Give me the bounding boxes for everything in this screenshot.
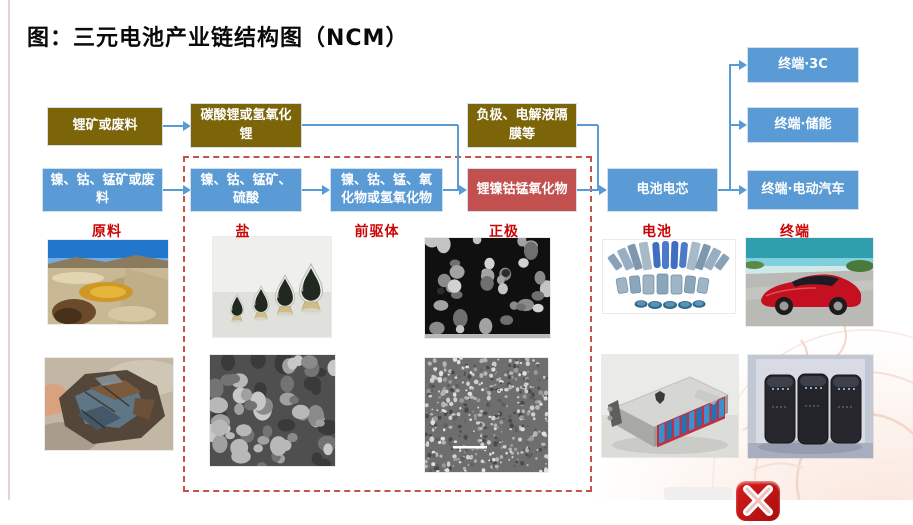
arrow-right-icon (739, 60, 747, 70)
page-title: 图：三元电池产业链结构图（NCM） (27, 26, 409, 51)
box-terminal-ev: 终端·电动汽车 (747, 170, 859, 210)
connector-line (457, 125, 459, 190)
connector-line (730, 189, 740, 191)
connector-line (597, 125, 599, 190)
stage-label-cathode: 正极 (489, 224, 519, 240)
box-anode-electrolyte: 负极、电解液隔膜等 (467, 103, 577, 148)
box-terminal-3c: 终端·3C (747, 47, 859, 83)
arrow-right-icon (459, 185, 467, 195)
arrow-right-icon (599, 185, 607, 195)
lithium-salt-lake-photo (48, 240, 168, 324)
connector-line (163, 189, 183, 191)
tesla-car-photo (746, 238, 873, 326)
connector-line (577, 189, 600, 191)
box-ncm-oxide: 镍、钴、锰、氧化物或氢氧化物 (330, 168, 443, 212)
slide-left-border (8, 0, 10, 500)
stage-label-raw-material: 原料 (92, 224, 122, 240)
box-ncm-ore: 镍、钴、锰矿或废料 (42, 168, 163, 212)
dashed-highlight-frame (183, 156, 592, 492)
connector-line (163, 125, 183, 127)
box-ncm-sulfate: 镍、钴、锰矿、硫酸 (190, 168, 302, 212)
arrow-right-icon (739, 120, 747, 130)
battery-module-photo (602, 355, 738, 457)
arrow-right-icon (739, 185, 747, 195)
connector-line (730, 124, 740, 126)
cathode-sem-dark-photo (425, 238, 550, 338)
box-battery-cell: 电池电芯 (607, 168, 718, 212)
connector-line (443, 189, 460, 191)
arrow-right-icon (183, 185, 191, 195)
precursor-sem-photo (210, 355, 335, 466)
footer-highlight-pill (664, 487, 732, 500)
connector-line (730, 64, 740, 66)
connector-line (302, 124, 458, 126)
connector-line (577, 124, 598, 126)
cathode-sem-fine-photo (425, 358, 548, 472)
stage-label-battery: 电池 (642, 224, 672, 240)
ncm-ore-rock-photo (45, 358, 173, 450)
arrow-right-icon (183, 121, 191, 131)
connector-line (718, 189, 730, 191)
stage-label-precursor: 前驱体 (354, 224, 400, 240)
box-lincm-oxide: 锂镍钴锰氧化物 (467, 168, 577, 212)
connector-line (729, 64, 731, 191)
battery-cells-photo (603, 240, 735, 313)
box-lithium-carbonate: 碳酸锂或氢氧化锂 (190, 103, 302, 148)
connector-line (302, 189, 323, 191)
box-terminal-storage: 终端·储能 (747, 107, 859, 143)
stage-label-salt: 盐 (235, 224, 251, 240)
red-x-logo (736, 481, 780, 521)
salt-powder-flasks-photo (213, 237, 331, 337)
powerwall-photo (748, 355, 873, 458)
arrow-right-icon (322, 185, 330, 195)
box-lithium-ore: 锂矿或废料 (47, 107, 163, 146)
stage-label-terminal: 终端 (780, 224, 810, 240)
